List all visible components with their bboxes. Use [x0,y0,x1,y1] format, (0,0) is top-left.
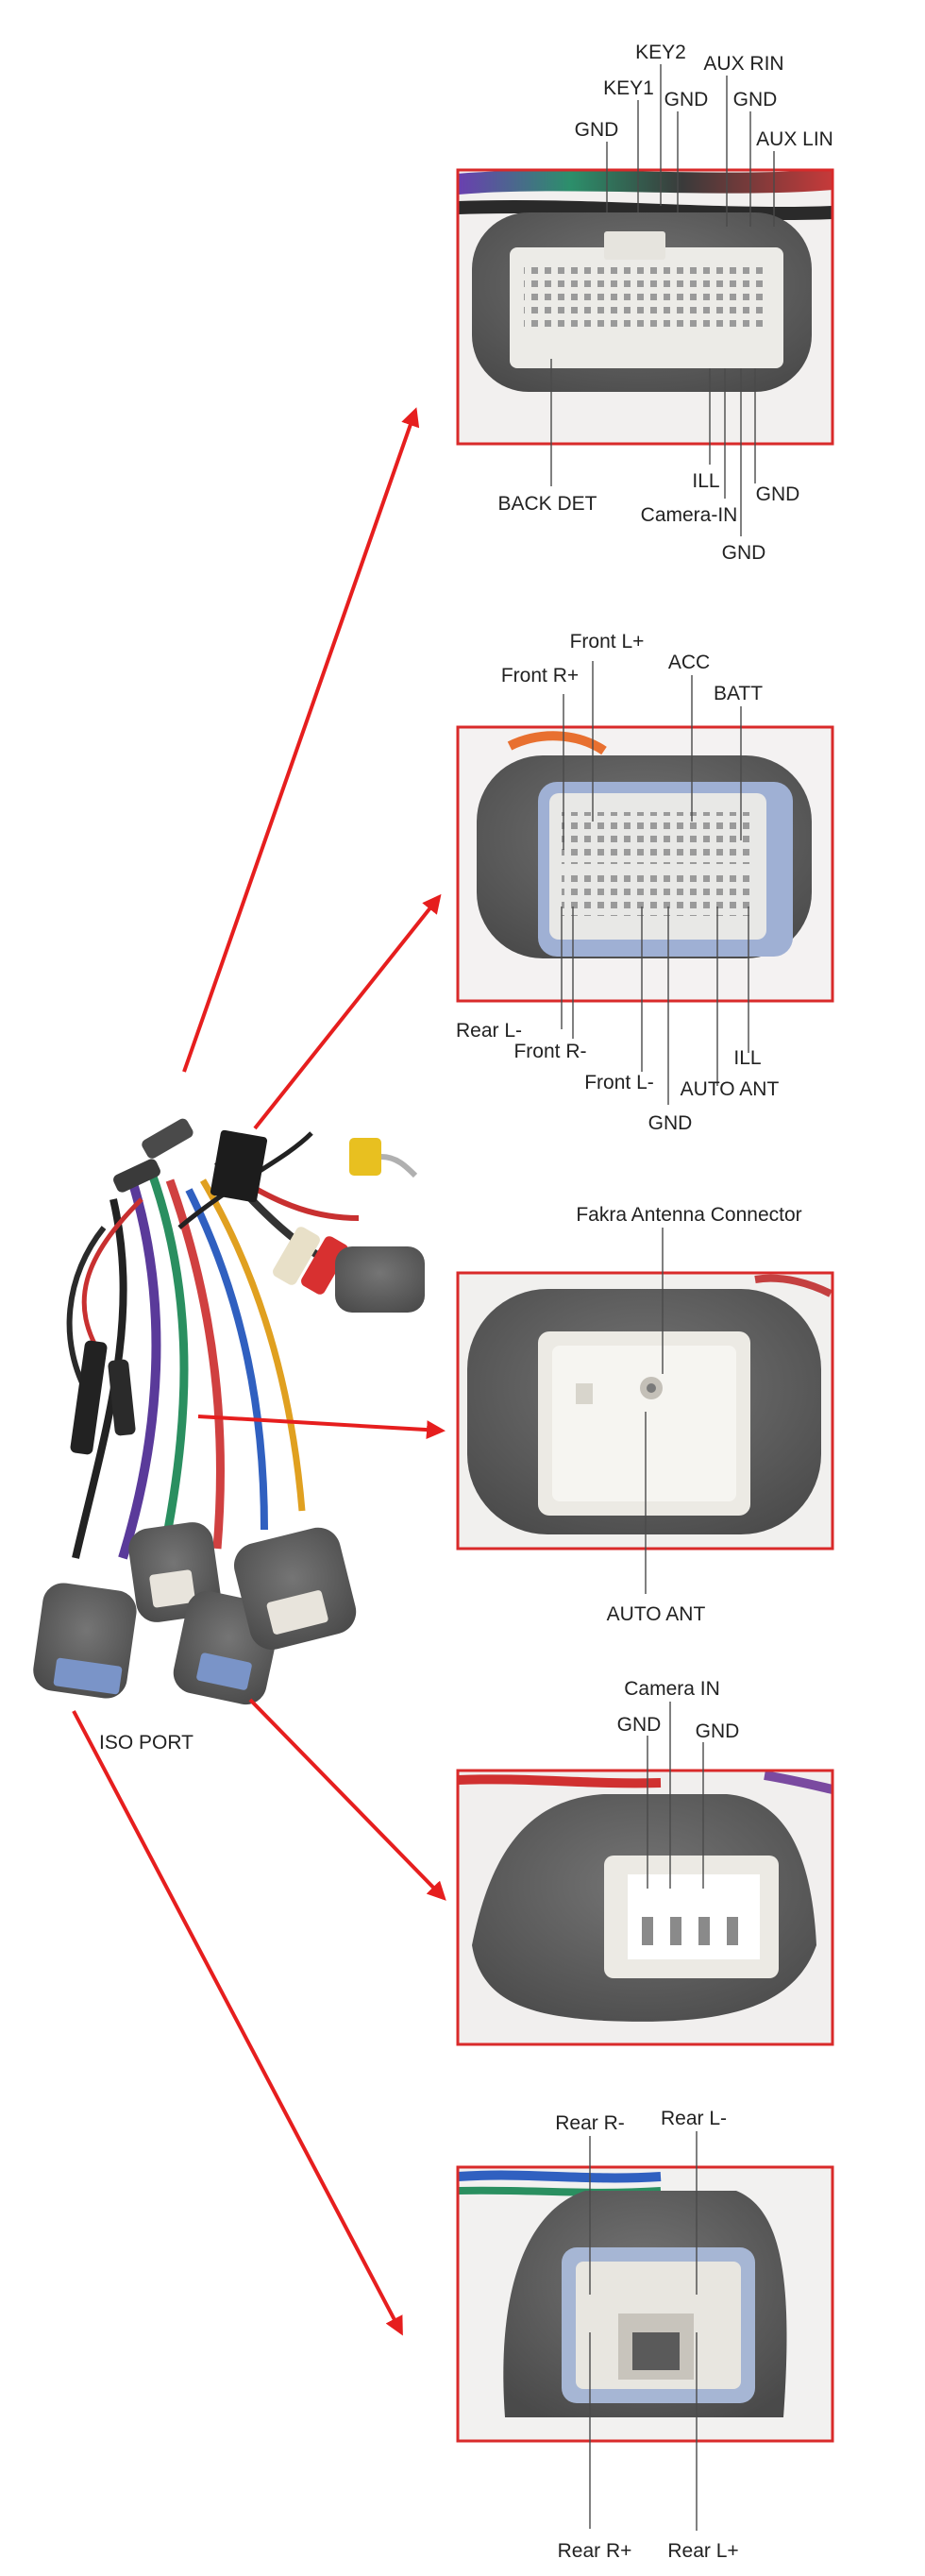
panel-5-leads [589,2131,698,2531]
label-aux-rin: AUX RIN [703,53,783,75]
panel-2-leads [561,661,749,1105]
label-fakra-antenna-connector: Fakra Antenna Connector [576,1204,801,1226]
harness-illustration [33,1118,425,1705]
label-front-l-plus: Front L+ [570,631,645,652]
label-key2: KEY2 [635,42,686,63]
panel-3-labels: Fakra Antenna Connector AUTO ANT [576,1204,801,1625]
panel-4-leads [647,1702,704,1889]
panel-4-frame [456,1769,834,2046]
label-rear-l-minus: Rear L- [456,1020,522,1042]
panel-1-frame [456,168,834,446]
label-gnd: GND [722,542,766,564]
label-acc: ACC [668,652,710,673]
label-rear-r-plus: Rear R+ [558,2540,632,2562]
label-back-det: BACK DET [497,493,597,515]
label-front-r-minus: Front R- [513,1041,586,1062]
panel-4-labels: Camera IN GND GND [617,1678,740,1742]
panel-5-frame [456,2165,834,2443]
connector-panel-1 [456,168,834,446]
connector-panel-4 [456,1769,834,2046]
label-batt: BATT [714,683,763,704]
connector-panel-3 [456,1271,834,1551]
label-auto-ant: AUTO ANT [607,1603,706,1625]
panel-1-leads [550,64,775,536]
label-gnd: GND [733,89,778,110]
label-rear-l-plus: Rear L+ [667,2540,738,2562]
label-gnd: GND [664,89,709,110]
label-gnd: GND [617,1714,662,1736]
label-rear-l-minus: Rear L- [661,2108,727,2129]
label-gnd: GND [648,1112,693,1134]
label-ill: ILL [733,1047,761,1069]
connector-panel-5 [456,2165,834,2443]
label-ill: ILL [692,470,719,492]
panel-3-leads [645,1228,664,1594]
label-front-r-plus: Front R+ [501,665,579,686]
label-auto-ant: AUTO ANT [681,1078,780,1100]
iso-port-label: ISO PORT [99,1732,193,1754]
panel-1-labels: KEY2 AUX RIN KEY1 GND GND GND AUX LIN BA… [497,42,832,564]
panel-2-labels: Front L+ Front R+ ACC BATT Rear L- Front… [456,631,779,1134]
label-aux-lin: AUX LIN [756,128,833,150]
label-key1: KEY1 [603,77,654,99]
label-front-l-minus: Front L- [584,1072,654,1093]
label-gnd: GND [756,483,800,505]
label-camera-in: Camera-IN [641,504,738,526]
label-gnd: GND [575,119,619,141]
label-camera-in: Camera IN [624,1678,720,1700]
pointer-arrows [72,407,446,2336]
panel-2-frame [456,725,834,1003]
panel-5-labels: Rear R- Rear L- Rear R+ Rear L+ [555,2108,738,2562]
label-rear-r-minus: Rear R- [555,2112,625,2134]
label-gnd: GND [696,1720,740,1742]
connector-panel-2 [456,725,834,1003]
